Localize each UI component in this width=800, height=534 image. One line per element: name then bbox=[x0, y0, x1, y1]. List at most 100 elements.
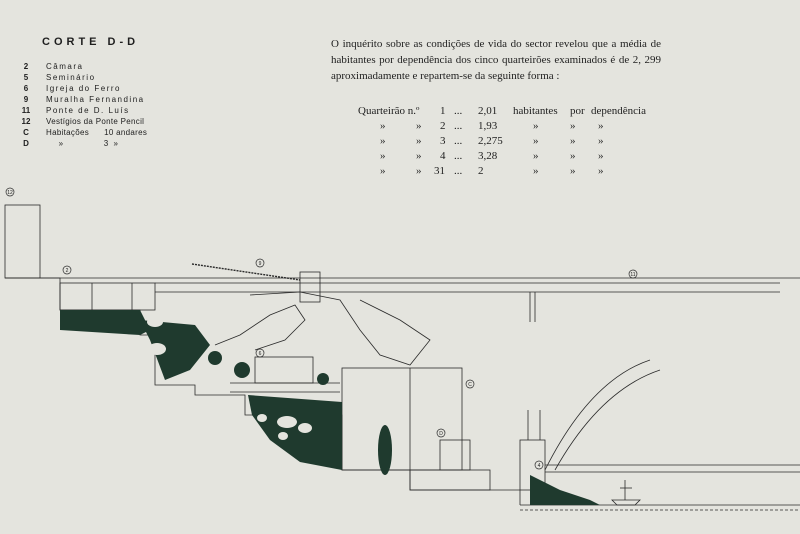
density-table: Quarteirão n.º 1 ... 2,01 habitantes por… bbox=[358, 105, 658, 180]
table-cell: ... bbox=[454, 150, 463, 162]
bridge-arch bbox=[554, 369, 661, 471]
building-church bbox=[254, 356, 314, 384]
legend-key: C bbox=[23, 128, 29, 137]
table-row: » » 31 ... 2 » » » bbox=[358, 165, 658, 180]
table-cell: dependência bbox=[591, 105, 646, 117]
table-cell: 31 bbox=[434, 165, 445, 177]
table-cell: » bbox=[416, 135, 422, 147]
legend-key: 11 bbox=[21, 106, 31, 115]
table-cell: » bbox=[533, 165, 539, 177]
bridge-arch bbox=[544, 359, 651, 471]
table-cell: » bbox=[570, 165, 576, 177]
marker-label: D bbox=[439, 431, 443, 437]
table-cell: » bbox=[533, 135, 539, 147]
wall-tower bbox=[299, 271, 321, 303]
legend-key: 9 bbox=[23, 95, 29, 104]
table-cell: » bbox=[533, 120, 539, 132]
table-cell: » bbox=[416, 165, 422, 177]
table-cell: 1 bbox=[440, 105, 446, 117]
rock-outline bbox=[214, 304, 306, 351]
building-housing-d bbox=[439, 439, 471, 471]
left-building bbox=[4, 204, 41, 279]
table-cell: » bbox=[598, 150, 604, 162]
building-camara bbox=[59, 282, 156, 311]
legend-key: 12 bbox=[21, 117, 31, 126]
table-cell: » bbox=[598, 120, 604, 132]
table-cell: ... bbox=[454, 120, 463, 132]
table-cell: 2,275 bbox=[478, 135, 503, 147]
terrain-fill bbox=[60, 310, 150, 335]
table-row: » » 3 ... 2,275 » » » bbox=[358, 135, 658, 150]
building-housing-c bbox=[341, 367, 463, 471]
table-cell: por bbox=[570, 105, 585, 117]
legend-label: Habitações 10 andares bbox=[46, 128, 148, 137]
marker-label: 2 bbox=[66, 268, 69, 274]
table-cell: » bbox=[416, 120, 422, 132]
survey-paragraph: O inquérito sobre as condições de vida d… bbox=[331, 38, 661, 82]
boat bbox=[611, 480, 641, 506]
table-row: » » 2 ... 1,93 » » » bbox=[358, 120, 658, 135]
legend-label: Vestígios da Ponte Pencil bbox=[46, 117, 145, 126]
rock-outline bbox=[249, 291, 431, 366]
legend-row: D » 3 » bbox=[6, 138, 196, 149]
table-cell: » bbox=[570, 120, 576, 132]
table-cell: » bbox=[570, 150, 576, 162]
fernandina-wall bbox=[191, 263, 301, 281]
table-cell: » bbox=[533, 150, 539, 162]
table-cell: ... bbox=[454, 105, 463, 117]
tree bbox=[208, 351, 222, 365]
table-cell: 2 bbox=[478, 165, 484, 177]
table-row: Quarteirão n.º 1 ... 2,01 habitantes por… bbox=[358, 105, 658, 120]
legend-row: 9 Muralha Fernandina bbox=[6, 94, 196, 105]
marker-label: C bbox=[468, 382, 472, 388]
legend-row: 5 Seminário bbox=[6, 72, 196, 83]
table-cell: ... bbox=[454, 135, 463, 147]
table-cell: Quarteirão n.º bbox=[358, 105, 420, 117]
table-cell: 3 bbox=[440, 135, 446, 147]
tree bbox=[317, 373, 329, 385]
table-row: » » 4 ... 3,28 » » » bbox=[358, 150, 658, 165]
table-cell: ... bbox=[454, 165, 463, 177]
table-cell: » bbox=[570, 135, 576, 147]
terrain-fill bbox=[530, 475, 600, 505]
legend: 2 Câmara 5 Seminário 6 Igreja do Ferro 9 Mur… bbox=[6, 61, 196, 149]
legend-key: 2 bbox=[23, 62, 29, 71]
table-cell: » bbox=[598, 135, 604, 147]
legend-row: 6 Igreja do Ferro bbox=[6, 83, 196, 94]
table-cell: 3,28 bbox=[478, 150, 498, 162]
legend-row: C Habitações 10 andares bbox=[6, 127, 196, 138]
table-cell: » bbox=[380, 120, 386, 132]
legend-row: 12 Vestígios da Ponte Pencil bbox=[6, 116, 196, 127]
legend-label: Ponte de D. Luís bbox=[46, 106, 130, 115]
table-cell: 4 bbox=[440, 150, 446, 162]
legend-key: 5 bbox=[23, 73, 29, 82]
legend-row: 11 Ponte de D. Luís bbox=[6, 105, 196, 116]
tree bbox=[378, 425, 392, 475]
table-cell: » bbox=[380, 150, 386, 162]
marker-label: 4 bbox=[538, 463, 541, 469]
marker-label: 9 bbox=[259, 261, 262, 267]
legend-label: Seminário bbox=[46, 73, 96, 82]
legend-label: » 3 » bbox=[46, 139, 119, 148]
legend-label: Igreja do Ferro bbox=[46, 84, 121, 93]
terrain-fill bbox=[140, 320, 210, 380]
table-cell: 1,93 bbox=[478, 120, 498, 132]
terrain-fill bbox=[248, 395, 342, 470]
legend-label: Muralha Fernandina bbox=[46, 95, 145, 104]
table-cell: 2 bbox=[440, 120, 446, 132]
table-cell: » bbox=[380, 165, 386, 177]
table-cell: habitantes bbox=[513, 105, 558, 117]
table-cell: » bbox=[380, 135, 386, 147]
legend-key: 6 bbox=[23, 84, 29, 93]
table-cell: 2,01 bbox=[478, 105, 498, 117]
table-cell: » bbox=[416, 150, 422, 162]
table-cell: » bbox=[598, 165, 604, 177]
tree bbox=[234, 362, 250, 378]
legend-key: D bbox=[23, 139, 29, 148]
legend-label: Câmara bbox=[46, 62, 84, 71]
marker-label: 11 bbox=[630, 272, 635, 278]
marker-label: 6 bbox=[259, 351, 262, 357]
legend-row: 2 Câmara bbox=[6, 61, 196, 72]
marker-label: 12 bbox=[7, 190, 13, 196]
